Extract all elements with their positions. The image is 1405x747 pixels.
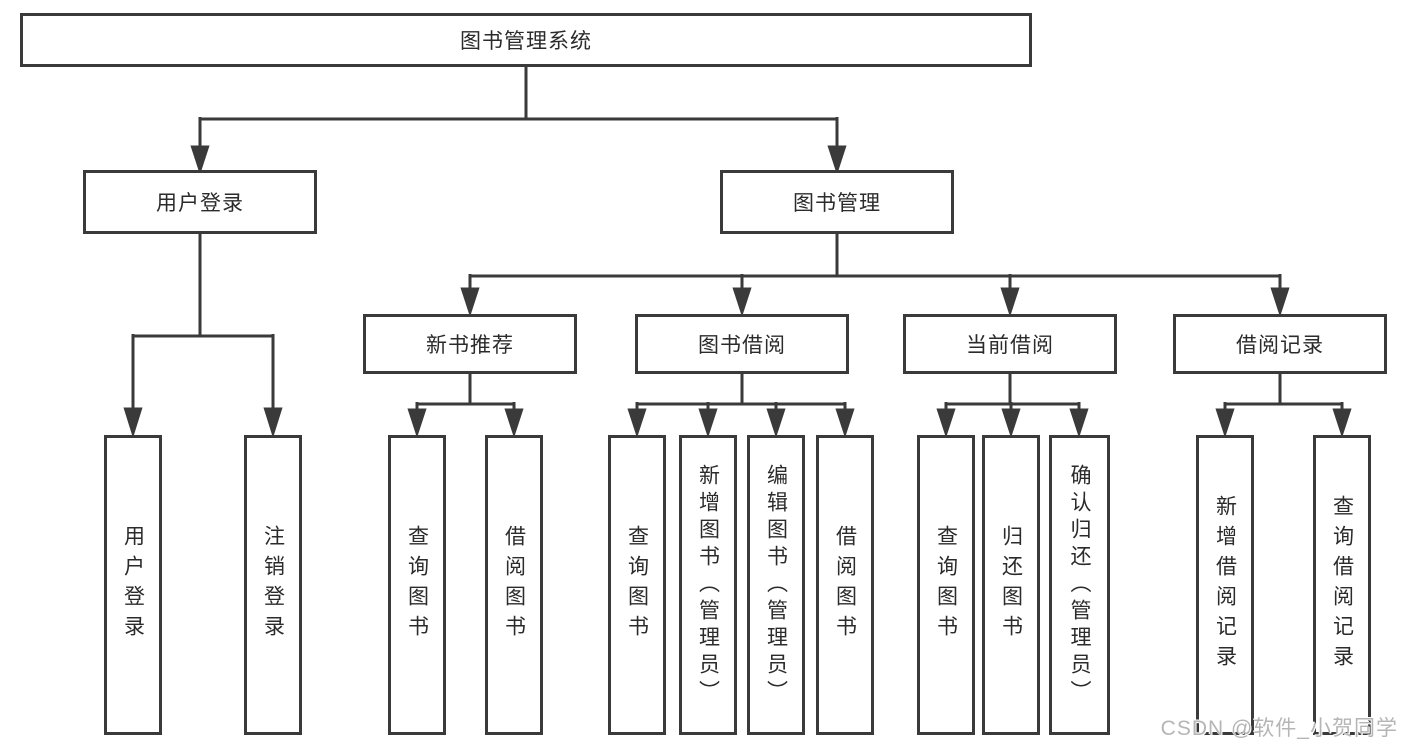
node-book-borrow-label: 图书借阅 [698,334,786,357]
node-book-borrow: 图书借阅 [635,314,849,374]
branch-root [190,67,847,175]
node-library-system-label: 图书管理系统 [460,30,592,53]
branch-book-management [460,234,1290,317]
leaf-current-query: 查询图书 [917,435,975,735]
watermark: CSDN @软件_小贺同学 [1160,717,1398,740]
leaf-records-query-label: 查询借阅记录 [1330,495,1354,675]
leaf-newbooks-query: 查询图书 [388,435,446,735]
branch-book-borrow [627,374,855,438]
leaf-records-query: 查询借阅记录 [1313,435,1371,735]
leaf-newbooks-query-label: 查询图书 [405,525,429,645]
leaf-user-login-label: 用户登录 [121,525,145,645]
leaf-records-add-label: 新增借阅记录 [1213,495,1237,675]
leaf-current-confirm-return-label: 确认归还（管理员） [1068,463,1091,707]
node-borrow-records-label: 借阅记录 [1236,334,1324,357]
branch-user-login [123,234,283,439]
node-current-borrow: 当前借阅 [903,314,1117,374]
leaf-borrowmod-add-label: 新增图书（管理员） [696,463,720,707]
branch-new-books [407,374,524,438]
node-book-management-label: 图书管理 [793,192,881,215]
leaf-records-add: 新增借阅记录 [1196,435,1254,735]
leaf-borrowmod-edit: 编辑图书（管理员） [747,435,805,735]
leaf-logout-label: 注销登录 [261,525,285,645]
leaf-borrowmod-borrow-label: 借阅图书 [833,525,857,645]
leaf-newbooks-borrow-label: 借阅图书 [502,525,526,645]
leaf-logout: 注销登录 [244,435,302,735]
node-current-borrow-label: 当前借阅 [966,334,1054,357]
node-user-login-module: 用户登录 [83,170,317,234]
leaf-borrowmod-query-label: 查询图书 [625,525,649,645]
leaf-borrowmod-add: 新增图书（管理员） [679,435,737,735]
leaf-current-confirm-return: 确认归还（管理员） [1049,435,1110,735]
leaf-borrowmod-borrow: 借阅图书 [816,435,874,735]
node-new-book-recommend-label: 新书推荐 [426,334,514,357]
node-new-book-recommend: 新书推荐 [363,314,577,374]
leaf-borrowmod-edit-label: 编辑图书（管理员） [764,463,788,707]
leaf-current-return-label: 归还图书 [999,525,1023,645]
leaf-user-login: 用户登录 [104,435,162,735]
leaf-borrowmod-query: 查询图书 [608,435,666,735]
node-borrow-records: 借阅记录 [1173,314,1387,374]
node-book-management: 图书管理 [720,170,954,234]
node-user-login-module-label: 用户登录 [156,192,244,215]
leaf-newbooks-borrow: 借阅图书 [485,435,543,735]
node-library-system: 图书管理系统 [20,13,1032,67]
leaf-current-query-label: 查询图书 [934,525,958,645]
branch-current-borrow [936,374,1089,438]
branch-borrow-records [1215,374,1352,438]
leaf-current-return: 归还图书 [982,435,1040,735]
